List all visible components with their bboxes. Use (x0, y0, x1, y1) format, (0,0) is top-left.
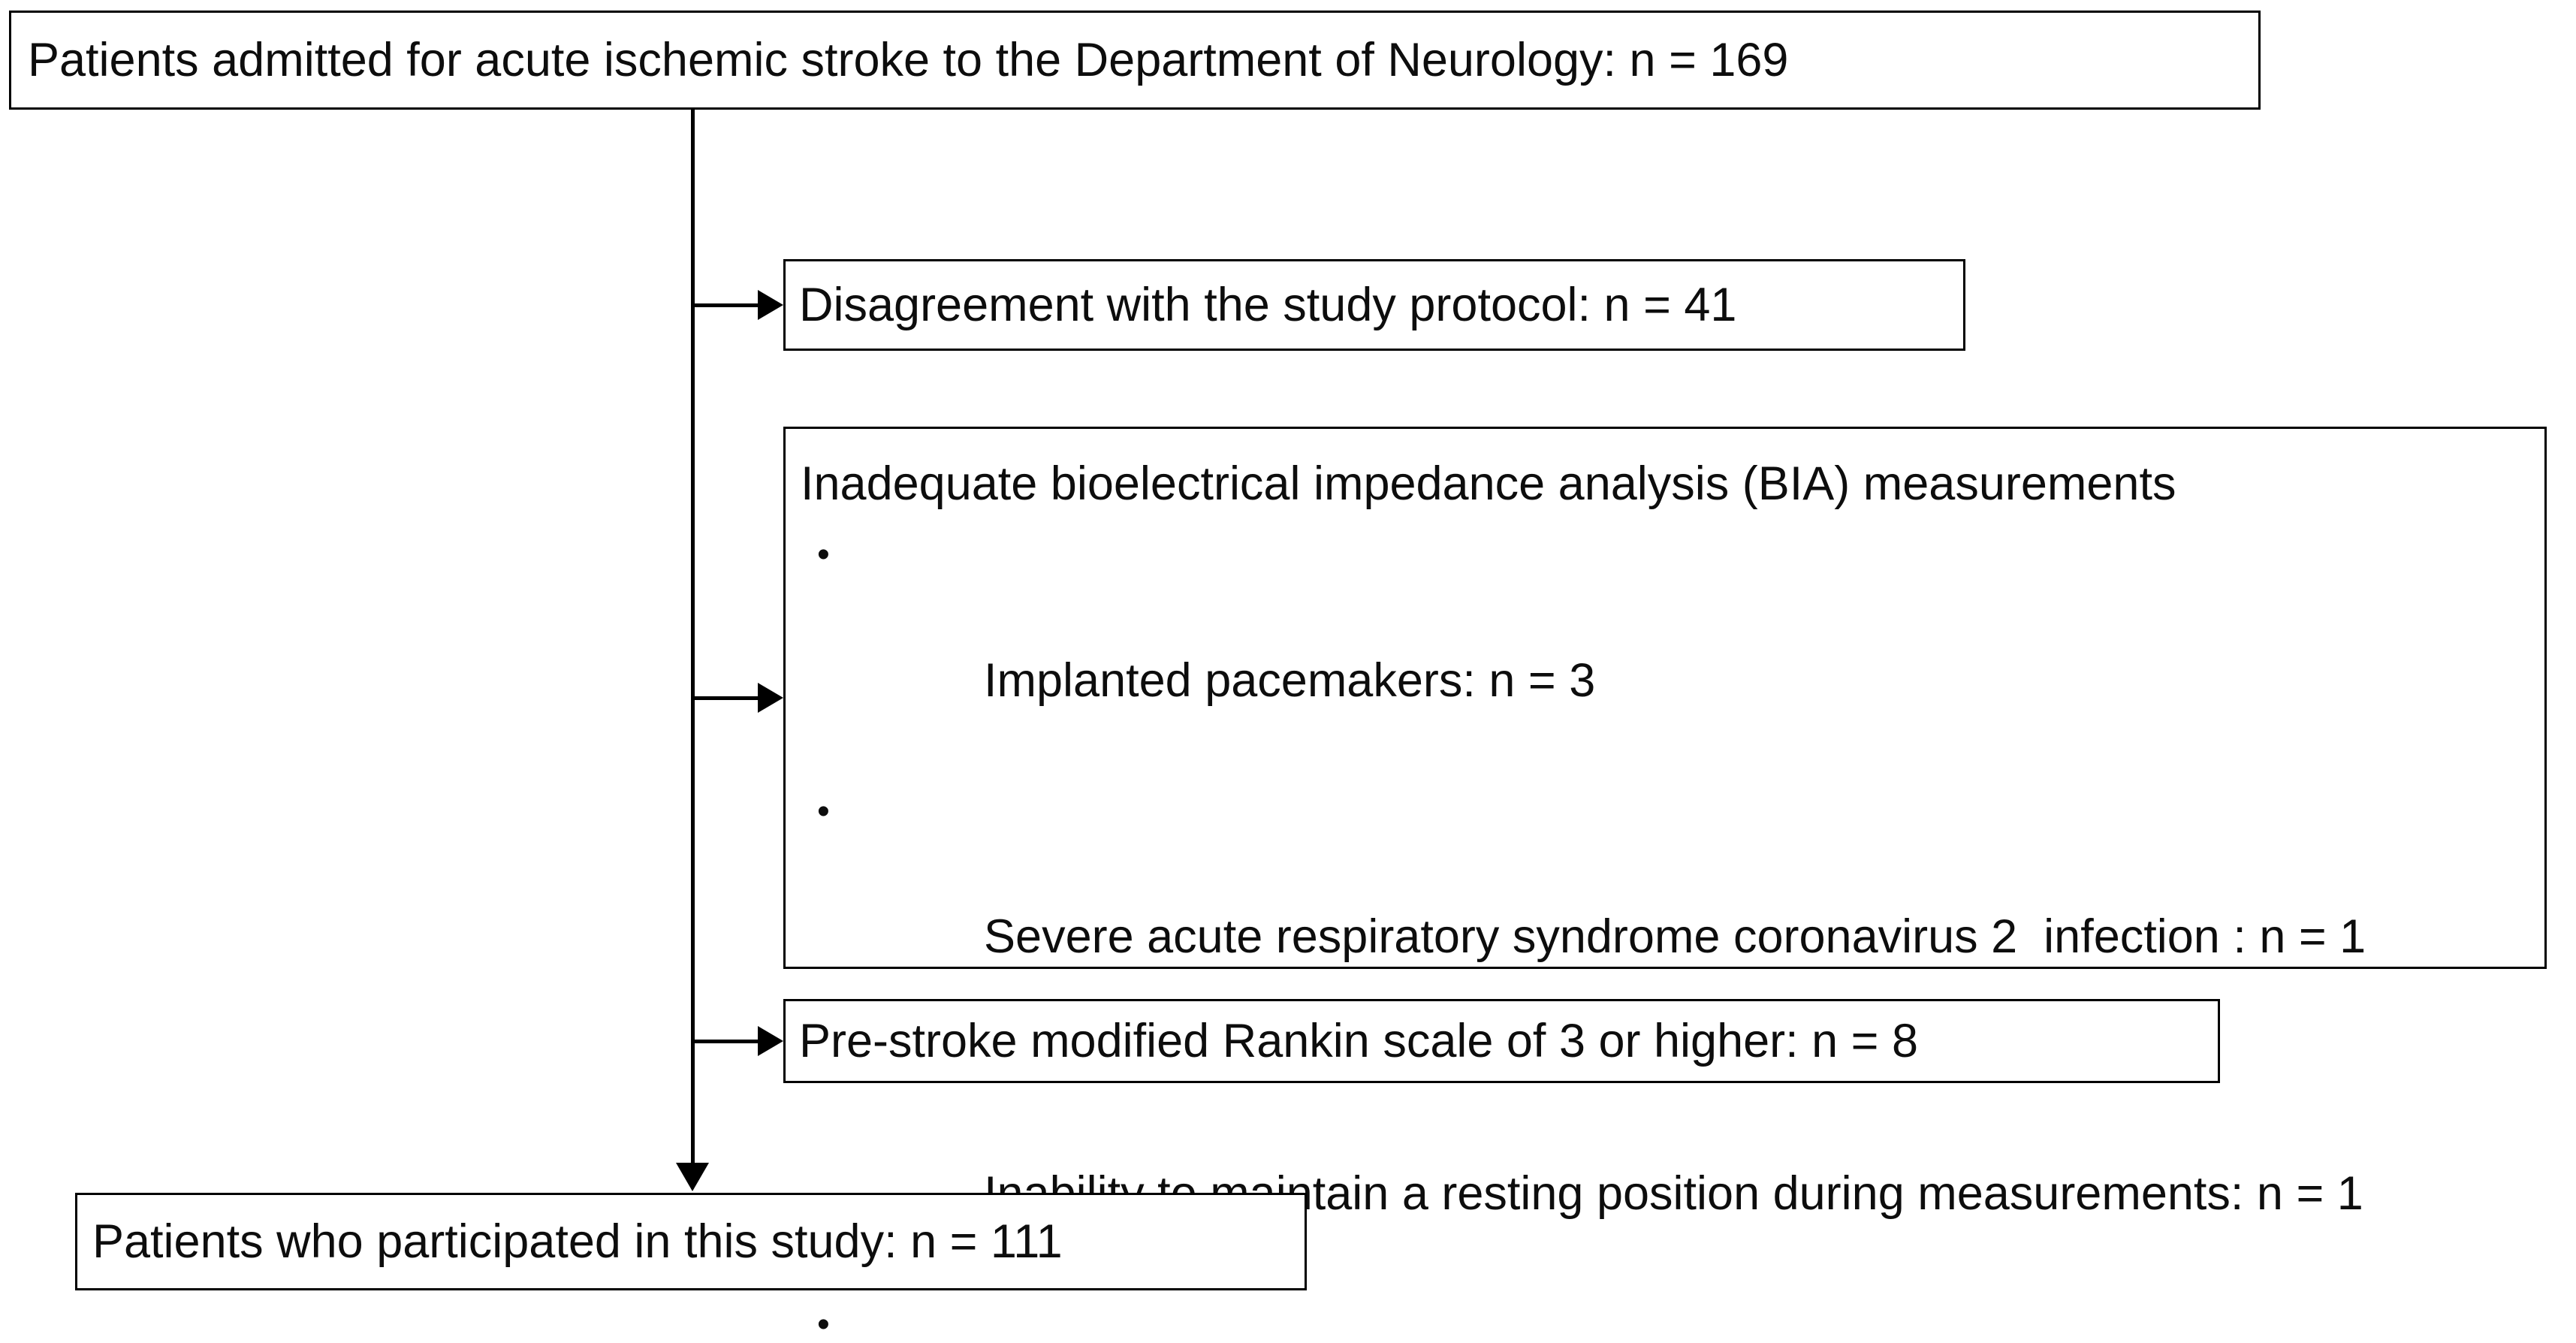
branch-arrow-mrs (758, 1026, 783, 1056)
branch-line-disagreement (691, 303, 763, 307)
exclusion-mrs-label: Pre-stroke modified Rankin scale of 3 or… (799, 1014, 1919, 1067)
box-exclusion-mrs: Pre-stroke modified Rankin scale of 3 or… (783, 999, 2220, 1083)
list-item: • Inability to maintain a resting positi… (801, 1040, 2544, 1287)
bullet-icon: • (817, 1304, 830, 1343)
exclusion-bia-list: • Implanted pacemakers: n = 3 • Severe a… (801, 527, 2544, 1343)
trunk-line-vertical (691, 110, 695, 1164)
list-item: • Severe acute respiratory syndrome coro… (801, 784, 2544, 1031)
included-patients-label: Patients who participated in this study:… (92, 1215, 1063, 1268)
box-included-patients: Patients who participated in this study:… (75, 1193, 1307, 1290)
list-item-label: Implanted pacemakers: n = 3 (984, 653, 1596, 707)
box-exclusion-disagreement: Disagreement with the study protocol: n … (783, 259, 1965, 351)
box-source-population: Patients admitted for acute ischemic str… (9, 11, 2261, 110)
branch-arrow-disagreement (758, 290, 783, 320)
exclusion-disagreement-label: Disagreement with the study protocol: n … (799, 278, 1737, 331)
branch-line-bia (691, 696, 763, 700)
trunk-arrow-included (676, 1163, 709, 1191)
bullet-icon: • (817, 791, 830, 831)
box-exclusion-bia: Inadequate bioelectrical impedance analy… (783, 427, 2547, 1343)
exclusion-bia-heading: Inadequate bioelectrical impedance analy… (801, 457, 2176, 510)
branch-line-mrs (691, 1040, 763, 1043)
source-population-label: Patients admitted for acute ischemic str… (28, 33, 1789, 86)
list-item-label: Severe acute respiratory syndrome corona… (984, 910, 2366, 964)
list-item-label: Inability to maintain a resting position… (984, 1166, 2363, 1220)
bullet-icon: • (817, 535, 830, 575)
list-item: • Death occurring in the interval betwee… (801, 1297, 2544, 1343)
list-item: • Implanted pacemakers: n = 3 (801, 527, 2544, 774)
branch-arrow-bia (758, 683, 783, 713)
